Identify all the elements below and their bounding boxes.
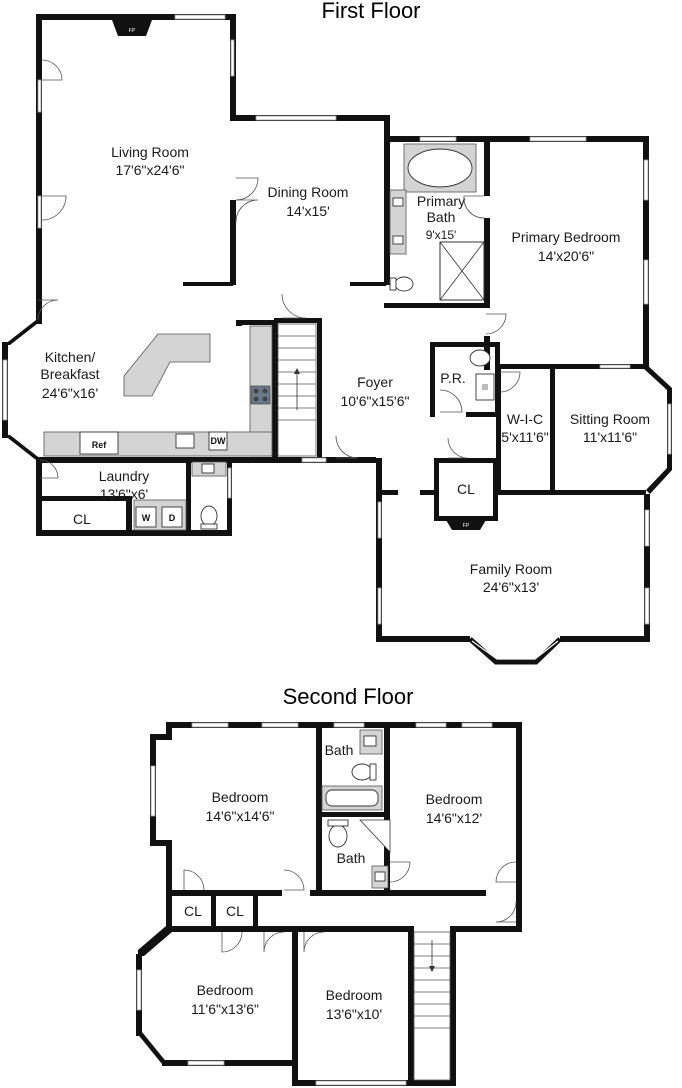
foyer-size: 10'6"x15'6" bbox=[340, 393, 409, 409]
living-room-name: Living Room bbox=[111, 144, 189, 160]
closet-2-name: CL bbox=[226, 903, 244, 919]
wic-name: W-I-C bbox=[507, 411, 543, 427]
kitchen-size: 24'6"x16' bbox=[42, 385, 98, 401]
kitchen-name-1: Kitchen/ bbox=[45, 349, 96, 365]
primary-bath-fixtures bbox=[389, 143, 485, 301]
laundry-fixtures bbox=[133, 461, 227, 531]
laundry-toilet-icon bbox=[200, 505, 218, 527]
laundry-sink-icon bbox=[201, 463, 215, 474]
laundry-closet-name: CL bbox=[73, 511, 91, 527]
second-floor-doors bbox=[183, 861, 517, 953]
bath-top-name: Bath bbox=[325, 742, 354, 758]
powder-room-name: P.R. bbox=[440, 370, 465, 386]
living-room-size: 17'6"x24'6" bbox=[115, 162, 184, 178]
bath-mid-shower-icon bbox=[359, 819, 391, 854]
second-floor-bath-fixtures bbox=[321, 729, 391, 889]
refrigerator-label: Ref bbox=[92, 440, 108, 450]
bedroom-sw-name: Bedroom bbox=[197, 982, 254, 998]
laundry-name: Laundry bbox=[99, 468, 150, 484]
family-room-size: 24'6"x13' bbox=[483, 579, 539, 595]
family-fireplace-icon bbox=[446, 520, 486, 530]
second-floor-windows bbox=[136, 722, 493, 1086]
first-floor-doors bbox=[37, 59, 521, 479]
kitchen-sink-icon bbox=[175, 433, 195, 449]
bedroom-sw-size: 11'6"x13'6" bbox=[191, 1001, 259, 1017]
laundry-size: 13'6"x6' bbox=[100, 486, 148, 502]
dining-room-size: 14'x15' bbox=[286, 203, 330, 219]
foyer-closet-name: CL bbox=[457, 481, 475, 497]
bath-toilet-icon bbox=[394, 276, 414, 292]
refrigerator-icon bbox=[79, 431, 119, 455]
dining-room-name: Dining Room bbox=[268, 184, 349, 200]
bedroom-ne-size: 14'6"x12' bbox=[426, 810, 482, 826]
foyer-name: Foyer bbox=[357, 374, 393, 390]
kitchen-island bbox=[123, 333, 211, 397]
first-floor-walls bbox=[2, 14, 672, 642]
bath-mid-toilet-icon bbox=[328, 824, 348, 848]
living-fireplace-label: FP bbox=[129, 28, 136, 34]
kitchen-fixtures bbox=[43, 325, 273, 457]
first-floor-stairs bbox=[277, 323, 317, 457]
closet-1-name: CL bbox=[184, 903, 202, 919]
bedroom-nw-name: Bedroom bbox=[212, 789, 269, 805]
primary-bedroom-name: Primary Bedroom bbox=[512, 229, 621, 245]
bath-top-toilet-icon bbox=[351, 763, 373, 781]
dryer-icon bbox=[161, 506, 183, 528]
family-room-bay-window bbox=[468, 637, 562, 665]
bath-mid-name: Bath bbox=[337, 850, 366, 866]
first-floor-fireplaces bbox=[112, 20, 486, 530]
primary-bath-name-1: Primary bbox=[417, 193, 465, 209]
powder-room-fixtures bbox=[469, 349, 495, 401]
primary-bath-name-2: Bath bbox=[427, 209, 456, 225]
washer-icon bbox=[135, 506, 157, 528]
bedroom-s-name: Bedroom bbox=[326, 987, 383, 1003]
first-floor-windows bbox=[2, 14, 672, 625]
sitting-room-size: 11'x11'6" bbox=[583, 429, 637, 445]
family-fireplace-label: FP bbox=[463, 523, 470, 529]
primary-bedroom-size: 14'x20'6" bbox=[538, 248, 594, 264]
dryer-label: D bbox=[169, 513, 176, 523]
living-fireplace-icon bbox=[112, 20, 152, 36]
bathtub-icon bbox=[407, 148, 473, 188]
dishwasher-label: DW bbox=[211, 436, 226, 446]
second-floor-title: Second Floor bbox=[283, 684, 414, 709]
dishwasher-icon bbox=[208, 431, 228, 451]
primary-bath-size: 9'x15' bbox=[426, 228, 457, 242]
family-room-name: Family Room bbox=[470, 561, 552, 577]
sitting-room-name: Sitting Room bbox=[570, 411, 650, 427]
bedroom-s-size: 13'6"x10' bbox=[326, 1006, 382, 1022]
bedroom-nw-size: 14'6"x14'6" bbox=[205, 808, 274, 824]
kitchen-name-2: Breakfast bbox=[40, 366, 99, 382]
cooktop-icon bbox=[250, 385, 271, 405]
wic-size: 5'x11'6" bbox=[501, 429, 548, 445]
powder-toilet-icon bbox=[469, 349, 491, 367]
bedroom-ne-name: Bedroom bbox=[426, 791, 483, 807]
first-floor-title: First Floor bbox=[322, 0, 421, 23]
washer-label: W bbox=[142, 513, 151, 523]
second-floor-stairs bbox=[413, 931, 451, 1081]
